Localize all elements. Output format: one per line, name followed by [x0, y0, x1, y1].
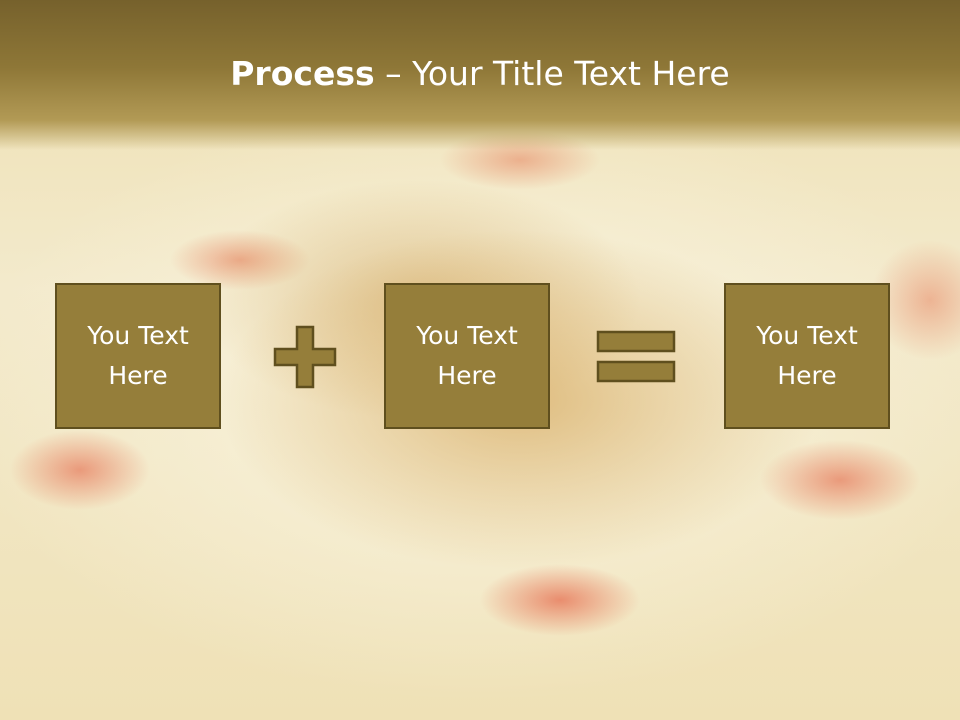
slide-title: Process – Your Title Text Here	[0, 52, 960, 96]
header-band	[0, 0, 960, 150]
plus-icon	[273, 325, 337, 389]
title-regular-part: – Your Title Text Here	[374, 54, 730, 93]
process-box-3-text: You Text Here	[756, 321, 858, 390]
process-box-1-text: You Text Here	[87, 321, 189, 390]
process-box-1: You Text Here	[55, 283, 221, 429]
title-bold-part: Process	[230, 54, 375, 93]
process-box-3: You Text Here	[724, 283, 890, 429]
equals-icon	[596, 330, 676, 383]
process-box-2: You Text Here	[384, 283, 550, 429]
process-box-2-text: You Text Here	[416, 321, 518, 390]
